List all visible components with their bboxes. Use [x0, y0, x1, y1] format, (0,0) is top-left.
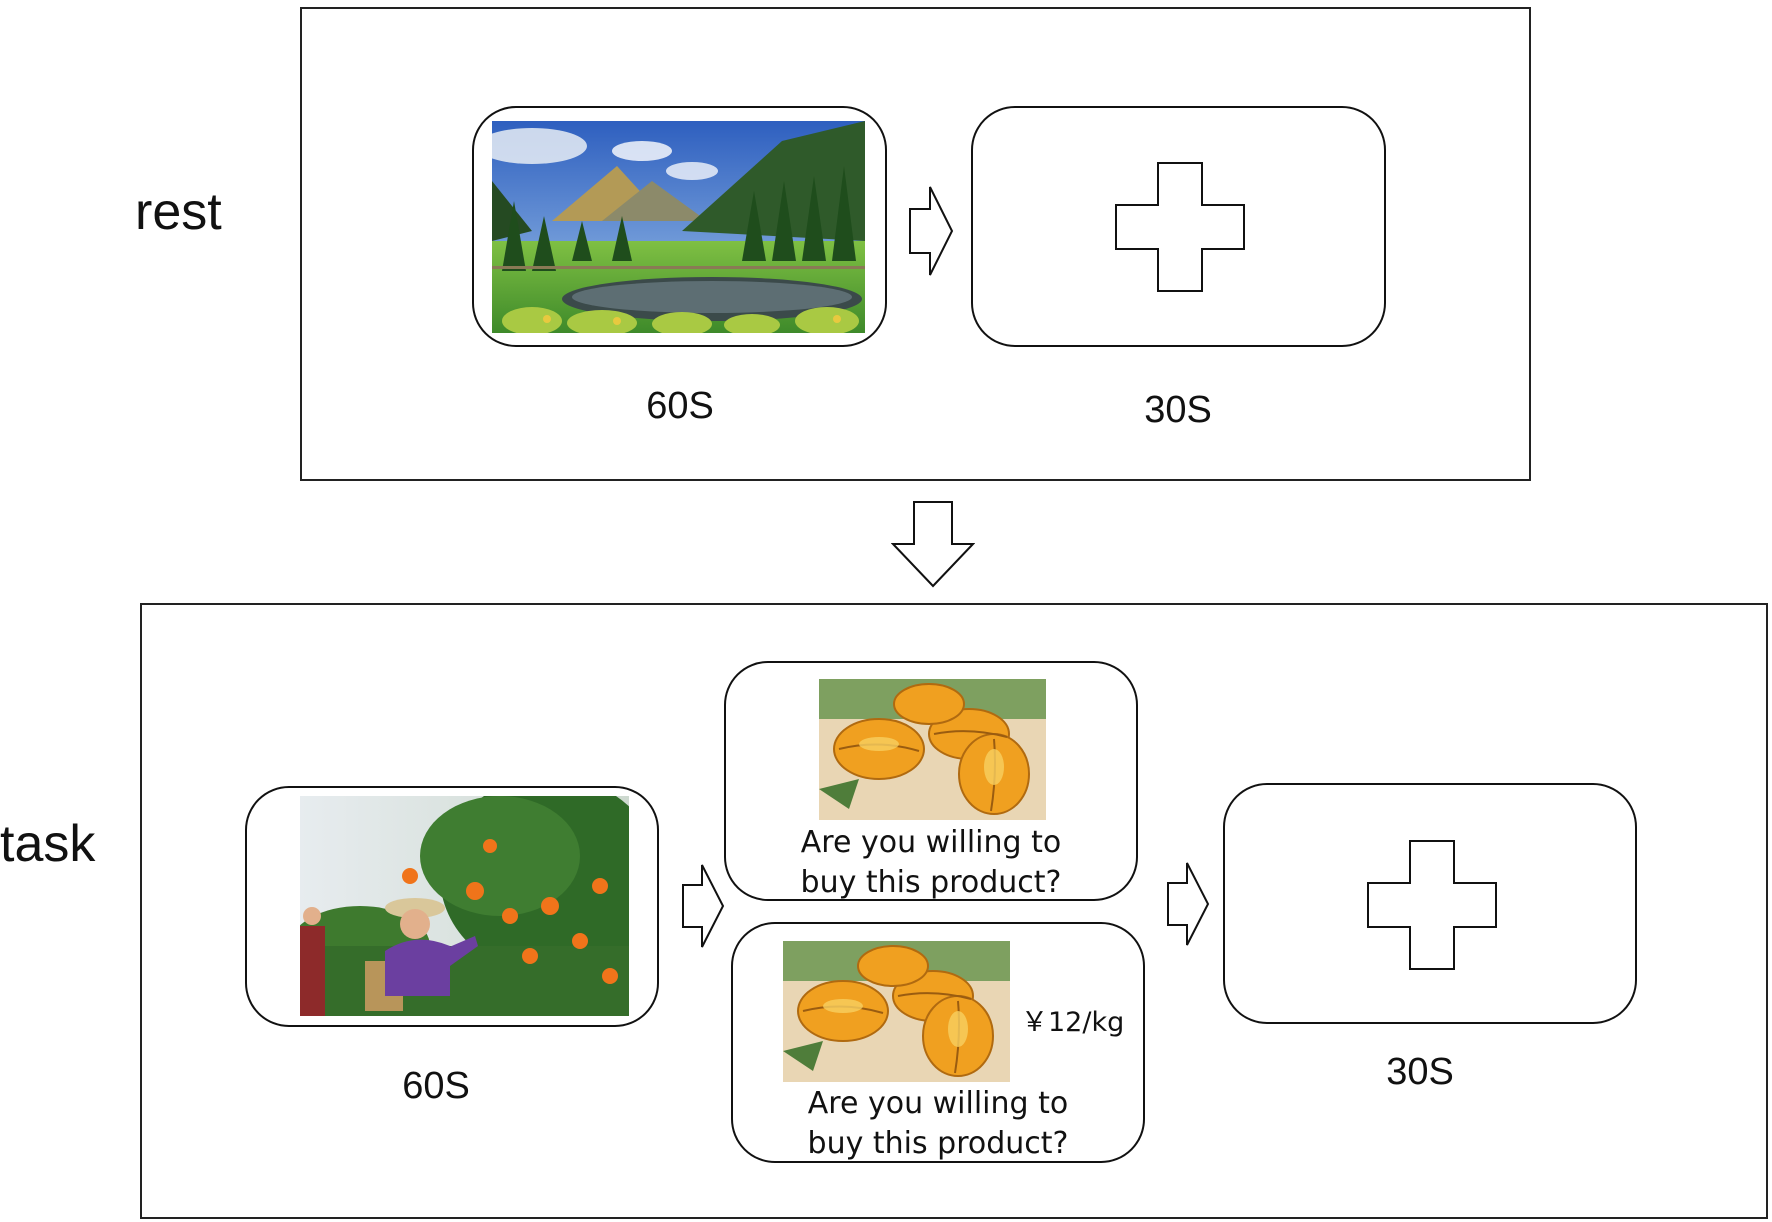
task-fixation-duration: 30S	[1386, 1051, 1454, 1093]
rest-fixation-screen	[971, 106, 1386, 347]
orchard-farmer-photo-icon	[300, 796, 629, 1016]
question-screen-with-price: ￥12/kg Are you willing to buy this produ…	[731, 922, 1145, 1163]
fixation-cross-icon	[1115, 162, 1245, 292]
rest-fixation-duration: 30S	[1144, 389, 1212, 431]
question-line-1: Are you willing to	[800, 825, 1062, 860]
task-right-arrow-1-icon	[682, 864, 725, 948]
rest-label: rest	[135, 183, 222, 241]
phase-down-arrow-icon	[891, 501, 975, 588]
task-fixation-screen	[1223, 783, 1637, 1024]
question-line-2: buy this product?	[800, 865, 1062, 900]
price-label: ￥12/kg	[1021, 1007, 1125, 1038]
question-no-price-text: Are you willing to buy this product?	[726, 823, 1136, 900]
rest-image-duration: 60S	[646, 385, 714, 427]
task-label: task	[0, 815, 96, 873]
rest-right-arrow-icon	[909, 186, 954, 276]
landscape-photo-icon	[492, 121, 865, 333]
task-image-duration: 60S	[402, 1065, 470, 1107]
star-fruit-photo-icon	[819, 679, 1046, 820]
question-screen-no-price: Are you willing to buy this product?	[724, 661, 1138, 901]
task-image-screen	[245, 786, 659, 1027]
question-line-2: buy this product?	[807, 1126, 1069, 1161]
question-line-1: Are you willing to	[807, 1086, 1069, 1121]
fixation-cross-icon	[1367, 840, 1497, 970]
rest-image-screen	[472, 106, 887, 347]
task-right-arrow-2-icon	[1167, 862, 1210, 946]
question-with-price-text: Are you willing to buy this product?	[733, 1084, 1143, 1161]
star-fruit-photo-priced-icon	[783, 941, 1010, 1082]
